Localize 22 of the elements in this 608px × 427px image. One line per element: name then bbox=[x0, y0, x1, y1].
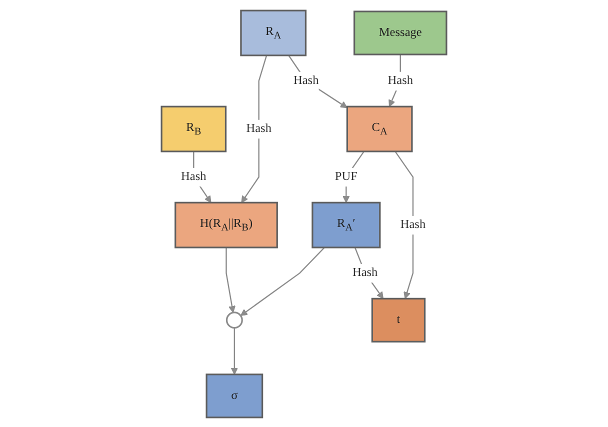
node-box: R$_{B}$ bbox=[160, 105, 227, 152]
edge-label: Hash bbox=[293, 74, 319, 87]
node-box: σ bbox=[206, 373, 264, 418]
edge-label: Hash bbox=[400, 218, 426, 231]
arrow bbox=[226, 246, 236, 312]
arrow bbox=[288, 54, 348, 108]
edge-label: PUF bbox=[334, 170, 358, 183]
node-box: Message bbox=[353, 10, 448, 55]
edge-label: Hash bbox=[388, 74, 413, 87]
node-box: H(R$_{A}$||R$_{B}$) bbox=[174, 201, 278, 248]
node-box: C$_{A}$ bbox=[346, 105, 413, 152]
node-box: R$_{A}$ bbox=[240, 9, 307, 56]
edge-label: Hash bbox=[246, 122, 272, 135]
edge-label: Hash bbox=[352, 266, 378, 279]
node-circle bbox=[226, 311, 243, 328]
arrow bbox=[342, 150, 364, 202]
edge-label: Hash bbox=[181, 170, 206, 183]
arrow bbox=[230, 327, 238, 374]
node-box: t bbox=[371, 297, 426, 342]
arrow bbox=[241, 54, 268, 202]
node-box: R$_{A}$′ bbox=[312, 201, 381, 248]
arrow bbox=[240, 246, 325, 316]
